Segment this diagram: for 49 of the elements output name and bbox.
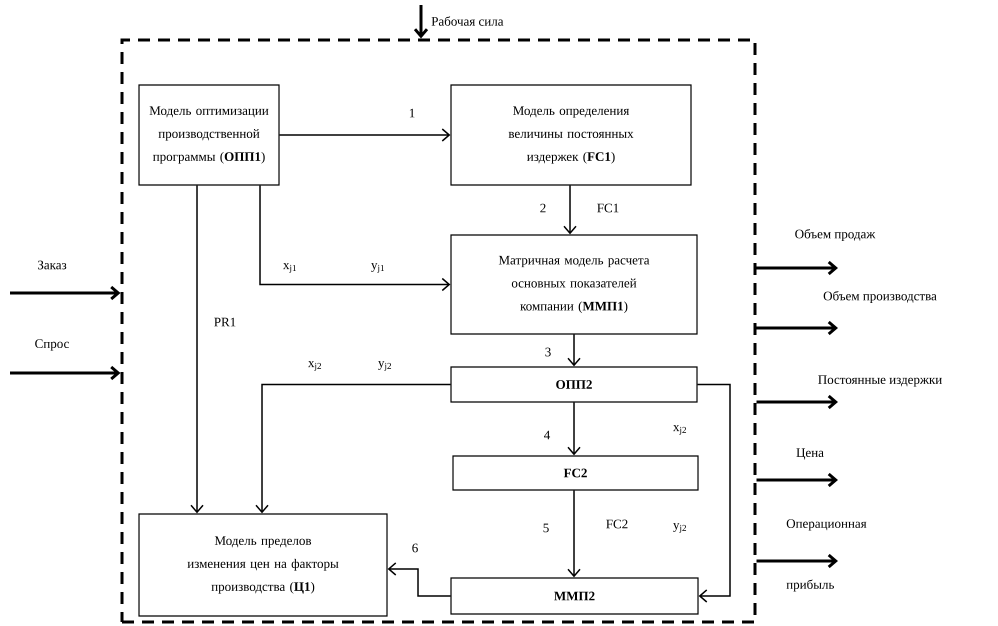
arrow (255, 384, 450, 514)
signal-label: x$_{j1}$ (283, 263, 296, 273)
arrow (190, 186, 204, 514)
flow-label: Объем продаж (795, 228, 876, 242)
step-number: 1 (410, 108, 414, 118)
arrow (756, 394, 838, 410)
arrow (10, 366, 120, 380)
arrow (414, 5, 428, 38)
arrow (388, 562, 450, 597)
arrow (756, 554, 838, 568)
arrow (563, 186, 577, 234)
arrow (259, 186, 450, 292)
system-boundary (120, 38, 756, 624)
signal-label: y$_{j2}$ (673, 523, 686, 533)
signal-label: y$_{j2}$ (378, 361, 392, 371)
signal-label: y$_{j1}$ (371, 263, 384, 273)
process-box: FC2 (452, 455, 699, 491)
arrow (567, 490, 581, 578)
step-number: 3 (545, 348, 551, 356)
signal-label: FC1 (597, 204, 618, 212)
flow-label: Спрос (35, 339, 69, 351)
flow-label: Постоянные издержки (818, 375, 942, 387)
arrow (280, 128, 450, 142)
arrow (756, 472, 838, 488)
signal-label: FC2 (606, 520, 628, 528)
step-number: 4 (544, 430, 550, 440)
flow-label: Цена (796, 448, 824, 460)
arrow (10, 286, 120, 300)
process-box: ММП2 (450, 577, 699, 615)
signal-label: x$_{j2}$ (673, 425, 686, 435)
flow-label: Операционная прибыль (786, 519, 866, 592)
arrow (698, 384, 731, 603)
process-box: ОПП2 (450, 366, 698, 403)
flow-label: Объем производства (824, 290, 937, 304)
signal-label: x$_{j2}$ (308, 361, 322, 371)
step-number: 6 (412, 544, 418, 552)
flow-label: Заказ (38, 260, 66, 270)
signal-label: PR1 (214, 318, 236, 326)
step-number: 2 (540, 204, 546, 212)
process-box: Модель определения величины постоянных издержек (FC1) (450, 84, 692, 186)
process-box: Матричная модель расчета основных показателей компании (ММП1) (450, 234, 698, 335)
process-box: Модель оптимизации производственной программы (ОПП1) (138, 84, 280, 186)
arrow (567, 402, 581, 456)
process-box: Модель пределов изменения цен на факторы производства (Ц1) (138, 513, 388, 617)
step-number: 5 (544, 524, 549, 532)
arrow (756, 320, 838, 336)
arrow (567, 334, 581, 366)
flow-label: Рабочая сила (432, 16, 504, 26)
arrow (756, 260, 838, 276)
